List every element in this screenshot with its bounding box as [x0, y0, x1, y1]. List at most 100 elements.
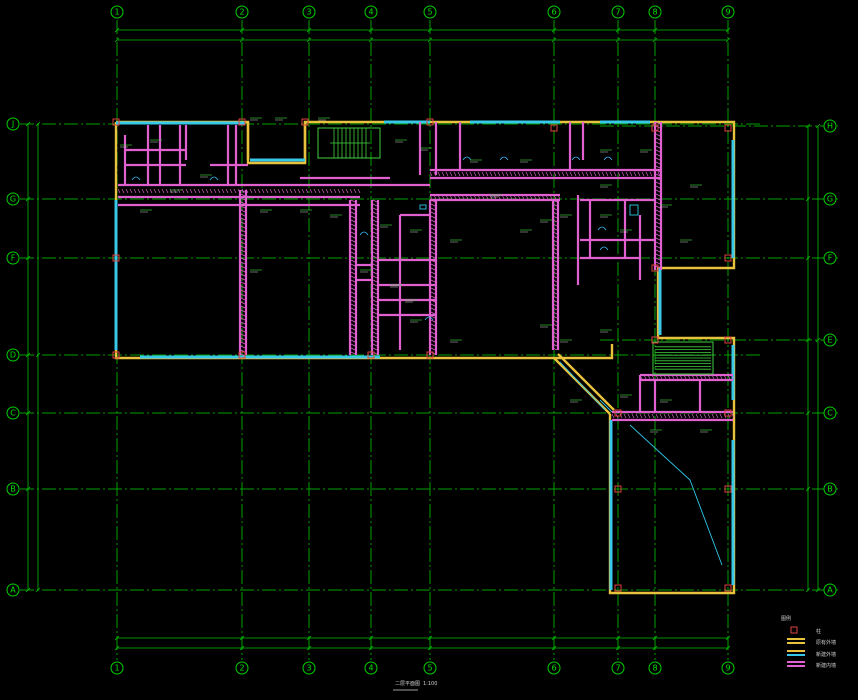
grid-label-col-3: 3: [306, 8, 311, 17]
column-marker: [614, 584, 622, 592]
grid-label-col-4: 4: [368, 8, 373, 17]
grid-bubble-row-G-left: [6, 192, 20, 206]
diagonal-connector: [553, 344, 615, 415]
grid-label-row-H-right: H: [827, 122, 833, 131]
lower-room-lines: [599, 399, 723, 566]
grid-label-row-E-right: E: [827, 336, 832, 345]
grid-bubble-row-C-right: [823, 406, 837, 420]
column-marker: [724, 124, 732, 132]
grid-label-row-F: F: [11, 254, 16, 263]
grid-bubble-col-9-top: [721, 5, 735, 19]
grid-label-row-G: G: [10, 195, 16, 204]
column-marker: [112, 351, 120, 359]
grid-bubble-col-7-top: [611, 5, 625, 19]
column-marker: [724, 336, 732, 344]
grid-label-row-A-right: A: [827, 586, 833, 595]
staircases: [317, 127, 714, 375]
grid-label-col-1: 1: [114, 8, 119, 17]
column-marker: [614, 485, 622, 493]
grid-label-row-J: J: [11, 120, 14, 129]
grid-label-row-F-right: F: [828, 254, 833, 263]
drawing-scale-text: 1:100: [423, 681, 437, 687]
new-interior-walls: [117, 121, 735, 422]
grid-bubble-col-8-top: [648, 5, 662, 19]
grid-bubble-col-9-bottom: [721, 661, 735, 675]
grid-label-col-8: 8: [652, 664, 657, 673]
grid-bubble-row-C-left: [6, 406, 20, 420]
grid-bubble-col-2-bottom: [235, 661, 249, 675]
grid-bubble-row-A-left: [6, 583, 20, 597]
column-marker: [724, 485, 732, 493]
grid-bubble-col-5-bottom: [423, 661, 437, 675]
column-marker: [651, 124, 659, 132]
legend-item-existing-wall: 原有外墙: [816, 639, 836, 646]
column-marker: [550, 124, 558, 132]
grid-bubble-col-6-top: [547, 5, 561, 19]
grid-bubble-row-A-right: [823, 583, 837, 597]
drawing-title: 二层平面图 1:100: [393, 681, 437, 691]
grid-bubble-col-4-bottom: [364, 661, 378, 675]
grid-bubble-row-H-right: [823, 119, 837, 133]
grid-bubble-row-J-left: [6, 117, 20, 131]
grid-label-row-B-right: B: [827, 485, 833, 494]
grid-bubble-row-B-left: [6, 482, 20, 496]
legend-item-new-exterior-wall: 新建外墙: [816, 651, 836, 658]
column-marker: [112, 118, 120, 126]
column-marker: [724, 409, 732, 417]
grid-label-row-A: A: [10, 586, 16, 595]
grid-label-col-7: 7: [615, 664, 620, 673]
grid-label-col-6: 6: [551, 664, 556, 673]
grid-bubble-col-1-bottom: [110, 661, 124, 675]
column-marker: [238, 351, 246, 359]
grid-bubble-row-F-left: [6, 251, 20, 265]
column-marker: [651, 336, 659, 344]
grid-label-col-6: 6: [551, 8, 556, 17]
grid-bubble-col-5-top: [423, 5, 437, 19]
column-marker: [426, 118, 434, 126]
grid-label-col-5: 5: [427, 8, 432, 17]
grid-bubble-row-B-right: [823, 482, 837, 496]
column-marker: [724, 584, 732, 592]
new-exterior-walls: [114, 120, 735, 590]
grid-bubble-col-3-top: [302, 5, 316, 19]
grid-label-col-4: 4: [368, 664, 373, 673]
legend-item-new-interior-wall: 新建内墙: [816, 662, 836, 669]
grid-label-col-3: 3: [306, 664, 311, 673]
grid-bubble-row-E-right: [823, 333, 837, 347]
door-symbols: [131, 156, 639, 321]
column-marker: [651, 264, 659, 272]
column-marker: [367, 351, 375, 359]
grid-label-row-C: C: [10, 409, 16, 418]
column-marker: [301, 118, 309, 126]
legend-heading: 图例: [781, 615, 791, 622]
grid-bubble-col-8-bottom: [648, 661, 662, 675]
column-marker: [112, 254, 120, 262]
grid-bubble-col-6-bottom: [547, 661, 561, 675]
legend-item-column: 柱: [816, 628, 821, 635]
legend: 图例 柱 原有外墙 新建外墙 新建内墙: [781, 615, 836, 669]
grid-label-col-1: 1: [114, 664, 119, 673]
grid-label-col-2: 2: [239, 664, 244, 673]
grid-label-row-C-right: C: [827, 409, 833, 418]
grid-bubble-col-7-bottom: [611, 661, 625, 675]
grid-label-row-B: B: [10, 485, 16, 494]
dimension-strings: [25, 27, 821, 651]
column-marker: [724, 254, 732, 262]
column-marker: [238, 118, 246, 126]
grid-bubble-col-2-top: [235, 5, 249, 19]
grid-bubble-col-4-top: [364, 5, 378, 19]
structural-columns: [112, 118, 732, 592]
grid-bubble-col-3-bottom: [302, 661, 316, 675]
column-marker: [614, 409, 622, 417]
grid-label-row-G-right: G: [827, 195, 833, 204]
drawing-title-text: 二层平面图: [395, 681, 420, 687]
grid-bubble-row-D-left: [6, 348, 20, 362]
grid-label-col-5: 5: [427, 664, 432, 673]
column-marker: [426, 351, 434, 359]
element-tags: [120, 117, 712, 433]
grid-label-col-7: 7: [615, 8, 620, 17]
grid-bubble-row-F-right: [823, 251, 837, 265]
grid-label-col-9: 9: [725, 8, 730, 17]
